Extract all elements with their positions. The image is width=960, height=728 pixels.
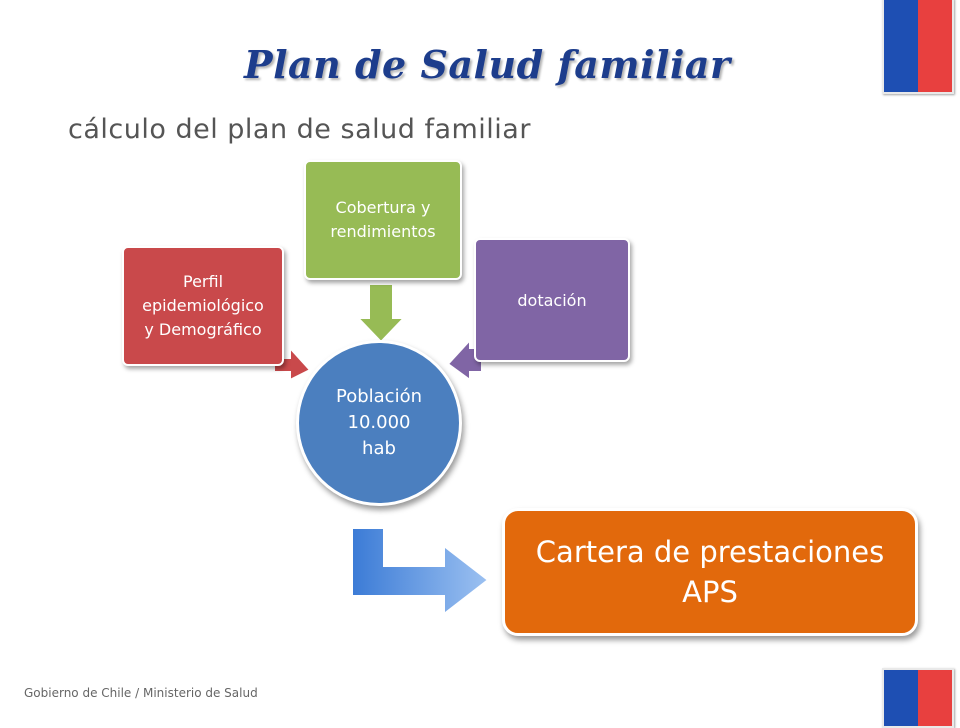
node-dotacion: dotación [474,238,630,362]
node-poblacion-label: Población 10.000 hab [335,386,422,459]
node-cobertura-rendimientos: Cobertura y rendimientos [304,160,462,280]
page-title: Plan de Salud familiar [244,42,731,87]
chile-flag-logo-bottom [882,668,954,728]
node-cartera-label: Cartera de prestaciones APS [535,535,885,609]
node-cobertura-label: Cobertura y rendimientos [330,198,436,241]
node-perfil-label: Perfil epidemiológico y Demográfico [142,272,264,339]
node-dotacion-label: dotación [517,290,587,310]
footer-text: Gobierno de Chile / Ministerio de Salud [24,686,258,700]
flag-red-stripe [918,0,952,92]
flag-red-stripe [918,670,952,726]
flag-blue-stripe [884,670,918,726]
chile-flag-logo [882,0,954,94]
page-subtitle: cálculo del plan de salud familiar [68,114,531,145]
arrow-dotacion-to-poblacion [446,337,483,382]
arrow-cobertura-to-poblacion [355,283,407,344]
arrow-perfil-to-poblacion [273,345,312,382]
flag-blue-stripe [884,0,918,92]
arrow-poblacion-to-cartera [351,527,490,617]
node-cartera-prestaciones: Cartera de prestaciones APS [502,508,918,636]
node-poblacion: Población 10.000 hab [296,340,462,506]
node-perfil-epidemiologico: Perfil epidemiológico y Demográfico [122,246,284,366]
